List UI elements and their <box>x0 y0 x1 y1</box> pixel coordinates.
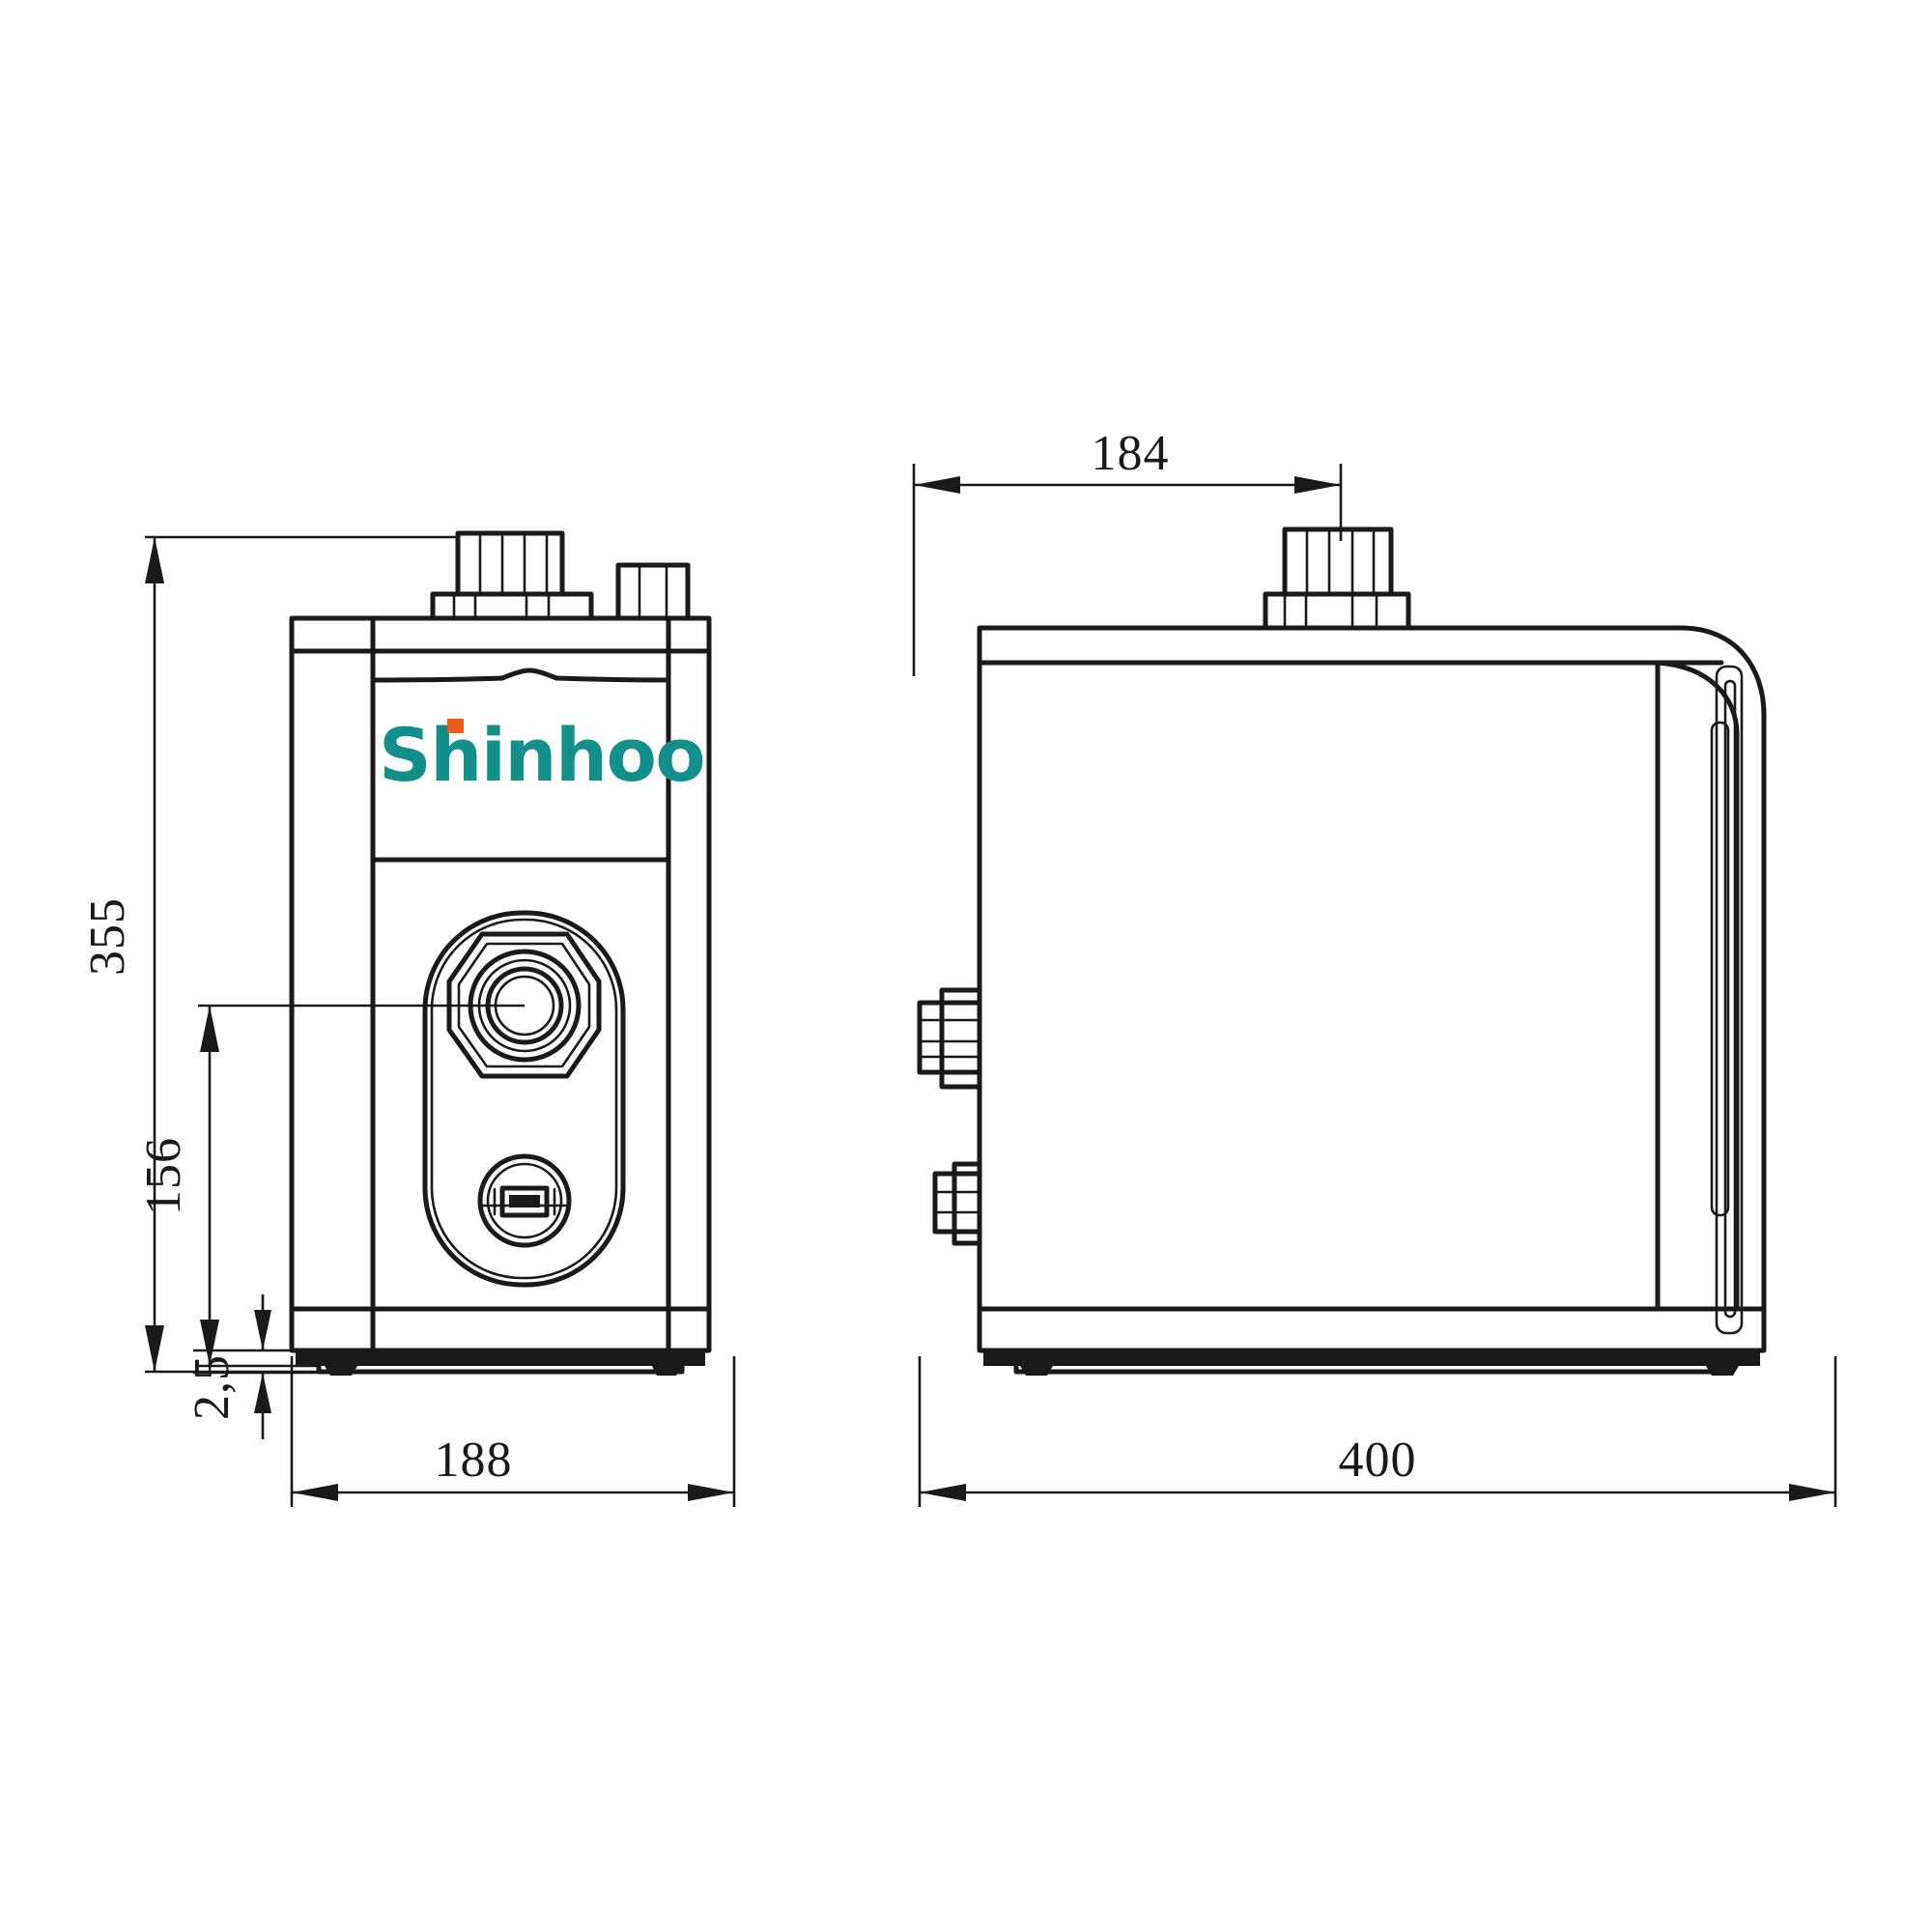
logo-i-dot-icon <box>447 719 464 733</box>
front-port-boss <box>422 910 626 1288</box>
side-view-group: 184 400 <box>912 426 1837 1507</box>
front-base-foot <box>289 1306 712 1376</box>
dim-width-188: 188 <box>290 1356 736 1507</box>
dim-label-188: 188 <box>435 1433 513 1488</box>
dim-height-355: 355 <box>80 535 460 1374</box>
dim-length-400: 400 <box>918 1356 1837 1507</box>
front-top-small-port-icon <box>615 562 691 621</box>
dim-label-184: 184 <box>1092 426 1170 481</box>
front-drain-plug-icon <box>477 1153 572 1248</box>
front-faceplate <box>370 668 671 863</box>
dim-foot-2-5: 2,5 <box>185 1294 319 1439</box>
side-base-foot <box>977 1306 1767 1376</box>
side-body-outline <box>977 625 1767 1335</box>
front-discharge-hex-nut-icon <box>446 931 602 1079</box>
dim-label-400: 400 <box>1339 1433 1417 1488</box>
side-upper-side-port-icon <box>917 987 982 1090</box>
dim-label-355: 355 <box>80 897 135 976</box>
side-top-port-icon <box>1263 526 1411 631</box>
front-view-group: Shinhoo <box>80 530 736 1507</box>
dim-port-offset-184: 184 <box>912 426 1343 676</box>
front-top-large-port-icon <box>430 530 594 621</box>
shinhoo-logo: Shinhoo <box>379 712 706 798</box>
dim-label-2-5: 2,5 <box>185 1354 240 1420</box>
dim-height-156: 156 <box>136 1004 525 1368</box>
side-lower-side-port-icon <box>932 1161 982 1246</box>
logo-wordmark: Shinhoo <box>379 712 704 798</box>
dim-label-156: 156 <box>136 1137 191 1215</box>
